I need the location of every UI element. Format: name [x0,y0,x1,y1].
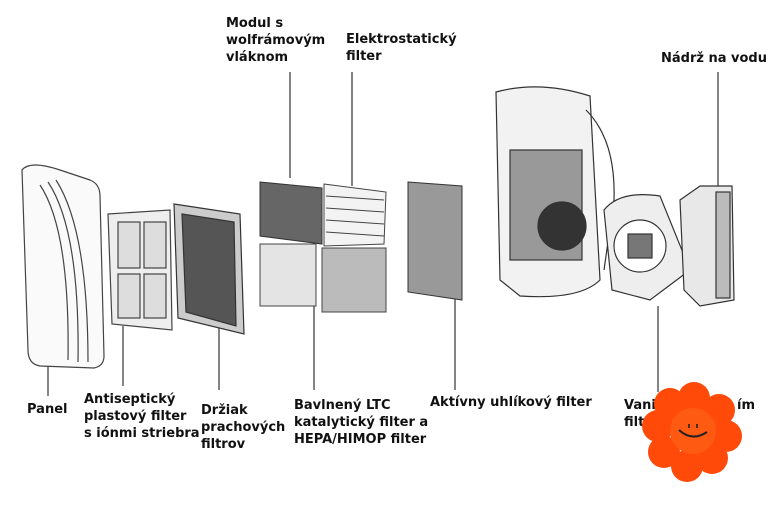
label-fragment: Vani [624,398,656,413]
label-line: HEPA/HIMOP filter [294,432,427,447]
label-line: Bavlnený LTC [294,398,391,413]
label-dust-filter-holder: Držiak prachových filtrov [201,402,285,453]
fan-housing-part [603,194,691,301]
label-line: Antiseptický [84,392,176,407]
label-line: Elektrostatický [346,32,457,47]
label-carbon-filter: Aktívny uhlíkový filter [430,394,592,411]
label-line: Nádrž na vodu [661,51,767,66]
label-line: prachových [201,420,286,435]
carbon-filter-part [407,181,463,301]
label-antiseptic-filter: Antiseptický plastový filter s iónmi str… [84,391,200,442]
water-tank-part [679,185,735,307]
label-line: plastový filter [84,409,187,424]
tungsten-module-part [259,181,323,245]
label-panel: Panel [27,401,67,418]
label-partial-fragment-right: ím [737,397,755,414]
label-tungsten-module: Modul s wolfrámovým vláknom [226,15,325,66]
antiseptic-filter-part [107,209,173,331]
label-line: filt [624,415,645,430]
label-fragment: ím [737,398,756,413]
label-line: Držiak [201,403,248,418]
label-partial-occluded: Vani filt [624,397,656,431]
dust-filter-holder-part [173,203,245,335]
label-line: filter [346,49,382,64]
label-line: vláknom [226,50,289,65]
label-line: Panel [27,402,68,417]
label-line: filtrov [201,437,246,452]
hepa-filter-part [321,247,387,313]
label-line: Aktívny uhlíkový filter [430,395,592,410]
label-water-tank: Nádrž na vodu [661,50,767,67]
label-line: wolfrámovým [226,33,326,48]
label-cotton-hepa-filter: Bavlnený LTC katalytický filter a HEPA/H… [294,397,428,448]
cotton-filter-part [259,243,317,307]
label-line: katalytický filter a [294,415,429,430]
electrostatic-filter-part [323,183,387,247]
main-body-part [495,86,615,298]
label-line: Modul s [226,16,284,31]
panel-part [21,164,105,369]
label-electrostatic-filter: Elektrostatický filter [346,31,457,65]
label-line: s iónmi striebra [84,426,200,441]
